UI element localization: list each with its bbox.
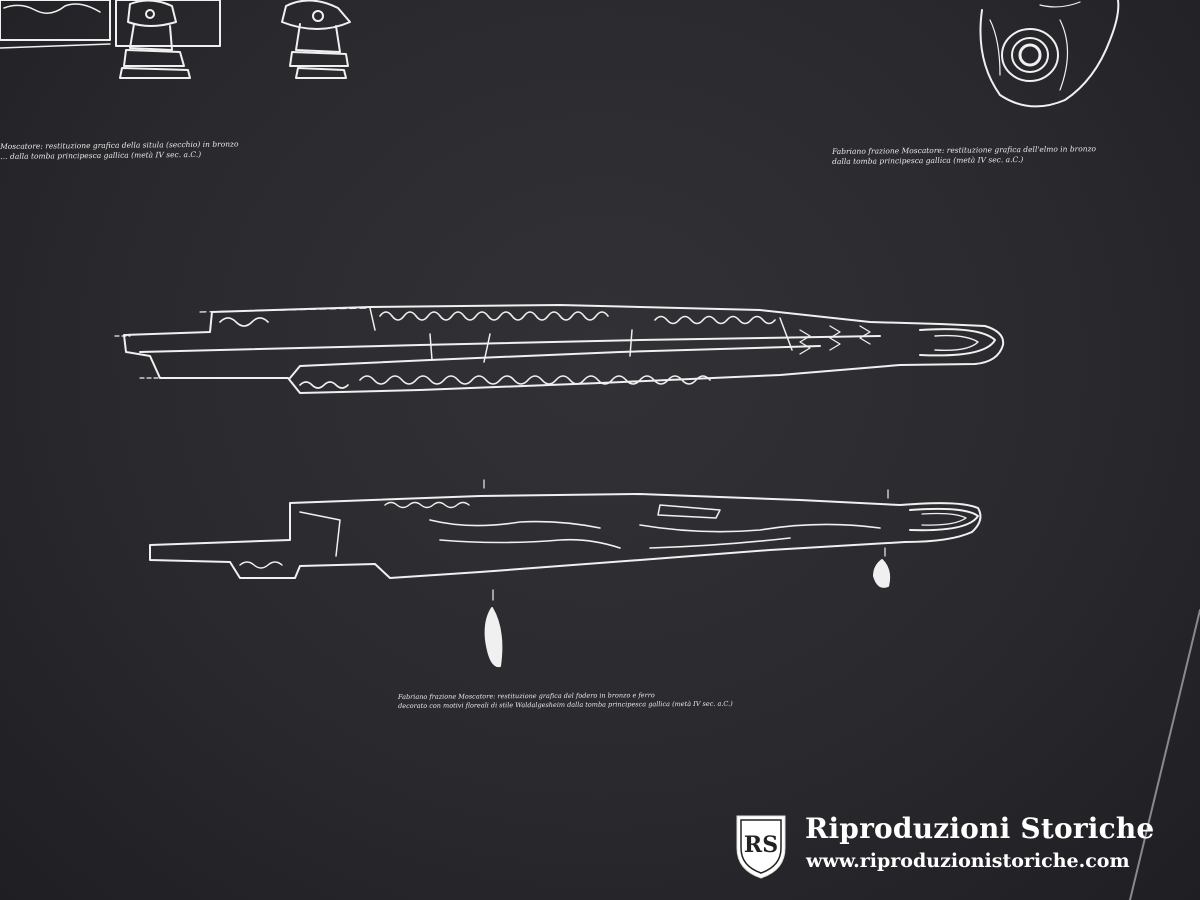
helmet-caption: Fabriano frazione Moscatore: restituzion… [832,144,1152,168]
situla-fragment-drawing [0,0,351,79]
scabbard-reconstruction-drawing [114,304,1005,394]
scabbard-fragments-drawing [149,479,982,668]
scabbard-caption: Fabriano frazione Moscatore: restituzion… [398,690,798,710]
brand-url: www.riproduzionistoriche.com [806,850,1130,872]
brand-name: Riproduzioni Storiche [805,812,1155,845]
helmet-fragment-drawing [979,0,1120,108]
rs-shield-logo-icon: RS [736,815,786,879]
situla-caption: Moscatore: restituzione grafica della si… [0,139,300,162]
panel-edge [1129,609,1200,900]
logo-initials: RS [744,832,778,858]
